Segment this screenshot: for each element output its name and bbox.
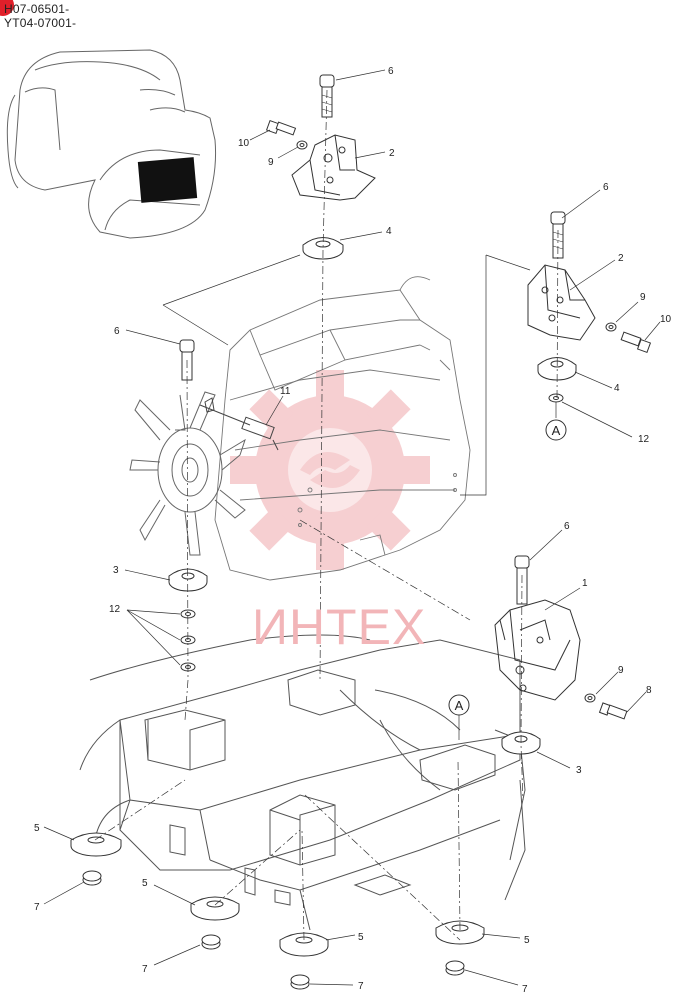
serial-range-1: H07-06501-	[4, 2, 70, 16]
callout-3: 3	[576, 765, 582, 776]
callout-6: 6	[114, 326, 120, 337]
callout-7: 7	[358, 981, 364, 992]
callout-11: 11	[280, 386, 291, 397]
callout-10: 10	[660, 314, 672, 325]
cabin-cover-drawing	[6, 49, 217, 239]
mount-bracket-2-right	[527, 264, 596, 341]
bolt-8	[598, 702, 628, 720]
svg-text:A: A	[552, 423, 561, 438]
callout-5: 5	[34, 823, 40, 834]
callout-6: 6	[603, 182, 609, 193]
callout-6: 6	[564, 521, 570, 532]
bolt-10-top	[265, 119, 297, 136]
leader-lines	[43, 69, 661, 986]
washer-9-lower	[584, 693, 596, 703]
washer-9-top	[296, 140, 308, 150]
engine-drawing	[214, 276, 471, 581]
svg-text:A: A	[455, 698, 464, 713]
nut-7-right	[445, 960, 465, 976]
mount-bracket-1	[494, 599, 581, 701]
callout-12: 12	[638, 434, 650, 445]
callout-12: 12	[109, 604, 121, 615]
callout-3: 3	[113, 565, 119, 576]
mount-rubber-5-left	[70, 832, 122, 857]
reference-mark-a-upper: A	[545, 419, 567, 441]
washer-9-right	[605, 322, 617, 332]
mount-rubber-5-center-left	[190, 896, 240, 921]
nut-7-left	[82, 870, 102, 886]
machine-frame-drawing	[79, 634, 526, 931]
watermark-gear-icon	[230, 370, 430, 570]
bolt-10-right	[620, 331, 652, 354]
assembly-centerlines	[94, 89, 559, 941]
callout-5: 5	[524, 935, 530, 946]
callout-5: 5	[142, 878, 148, 889]
callout-5: 5	[358, 932, 364, 943]
reference-mark-a-lower: A	[448, 694, 470, 716]
mount-bracket-2-top	[291, 134, 376, 201]
serial-range-2: YT04-07001-	[4, 16, 77, 30]
callout-10: 10	[238, 138, 250, 149]
callout-7: 7	[142, 964, 148, 975]
callout-1: 1	[582, 578, 588, 589]
callout-2: 2	[618, 253, 624, 264]
callout-9: 9	[268, 157, 274, 168]
sensor-part-11	[199, 397, 279, 451]
callout-6: 6	[388, 66, 394, 77]
callout-7: 7	[34, 902, 40, 913]
watermark-text: ИНТЕХ	[252, 599, 427, 655]
callout-2: 2	[389, 148, 395, 159]
nut-7-center-left	[201, 934, 221, 950]
callout-4: 4	[386, 226, 392, 237]
washer-12-right	[548, 393, 564, 403]
red-badge-icon	[0, 0, 14, 16]
callout-7: 7	[522, 984, 528, 995]
callout-9: 9	[618, 665, 624, 676]
callout-labels: 6 2 10 9 4 6 2 9 10 4 12 6 11 3 12 6 1 9…	[34, 66, 672, 995]
callout-9: 9	[640, 292, 646, 303]
callout-4: 4	[614, 383, 620, 394]
callout-8: 8	[646, 685, 652, 696]
cooling-fan-drawing	[129, 391, 246, 556]
nut-7-center	[290, 974, 310, 990]
reference-lines	[162, 254, 531, 496]
